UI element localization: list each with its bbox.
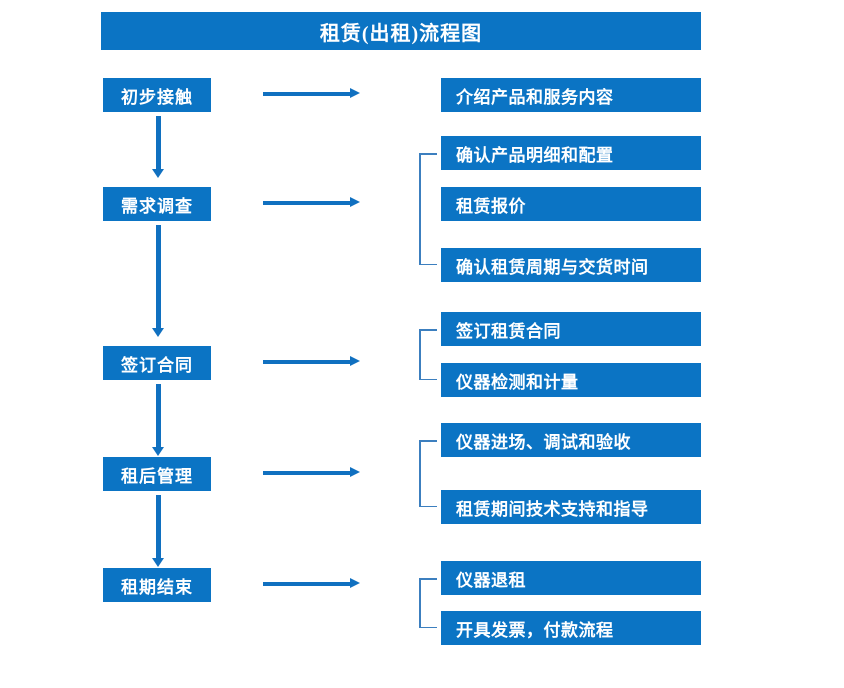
bracket-tick-top [419, 440, 437, 442]
bracket-spine [419, 329, 421, 380]
stage-box-4[interactable]: 租后管理 [103, 457, 211, 491]
arrow-head [152, 447, 164, 456]
arrow-stage-3-to-details [263, 356, 360, 367]
detail-box-4-1[interactable]: 仪器进场、调试和验收 [441, 423, 701, 457]
detail-box-4-2[interactable]: 租赁期间技术支持和指导 [441, 490, 701, 524]
stage-box-3[interactable]: 签订合同 [103, 346, 211, 380]
arrow-shaft [263, 360, 351, 364]
detail-box-2-2[interactable]: 租赁报价 [441, 187, 701, 221]
arrow-head [350, 578, 360, 588]
arrow-shaft [156, 116, 161, 169]
arrow-head [350, 197, 360, 207]
group-bracket-4 [419, 440, 439, 507]
group-bracket-3 [419, 329, 439, 380]
bracket-spine [419, 440, 421, 507]
diagram-title: 租赁(出租)流程图 [101, 12, 701, 50]
bracket-tick-top [419, 578, 437, 580]
bracket-tick-bottom [419, 263, 437, 265]
arrow-head [350, 467, 360, 477]
detail-box-3-1[interactable]: 签订租赁合同 [441, 312, 701, 346]
stage-box-1[interactable]: 初步接触 [103, 78, 211, 112]
arrow-shaft [156, 384, 161, 447]
group-bracket-5 [419, 578, 439, 628]
bracket-tick-top [419, 153, 437, 155]
arrow-head [152, 558, 164, 567]
arrow-head [152, 328, 164, 337]
arrow-head [350, 356, 360, 366]
arrow-head [350, 88, 360, 98]
bracket-tick-bottom [419, 378, 437, 380]
stage-box-5[interactable]: 租期结束 [103, 568, 211, 602]
arrow-shaft [263, 92, 351, 96]
arrow-shaft [263, 201, 351, 205]
arrow-shaft [156, 495, 161, 558]
bracket-spine [419, 578, 421, 628]
arrow-stage-3-to-stage-4 [152, 384, 165, 456]
arrow-shaft [263, 471, 351, 475]
arrow-stage-5-to-details [263, 578, 360, 589]
arrow-stage-2-to-details [263, 197, 360, 208]
bracket-tick-bottom [419, 626, 437, 628]
detail-box-3-2[interactable]: 仪器检测和计量 [441, 363, 701, 397]
stage-box-2[interactable]: 需求调查 [103, 187, 211, 221]
arrow-stage-1-to-details [263, 88, 360, 99]
arrow-stage-4-to-stage-5 [152, 495, 165, 567]
group-bracket-2 [419, 153, 439, 265]
bracket-spine [419, 153, 421, 265]
arrow-head [152, 169, 164, 178]
arrow-stage-4-to-details [263, 467, 360, 478]
bracket-tick-bottom [419, 505, 437, 507]
bracket-tick-top [419, 329, 437, 331]
arrow-stage-1-to-stage-2 [152, 116, 165, 178]
arrow-shaft [156, 225, 161, 328]
detail-box-5-1[interactable]: 仪器退租 [441, 561, 701, 595]
detail-box-5-2[interactable]: 开具发票，付款流程 [441, 611, 701, 645]
detail-box-2-1[interactable]: 确认产品明细和配置 [441, 136, 701, 170]
detail-box-1-1[interactable]: 介绍产品和服务内容 [441, 78, 701, 112]
detail-box-2-3[interactable]: 确认租赁周期与交货时间 [441, 248, 701, 282]
arrow-stage-2-to-stage-3 [152, 225, 165, 337]
arrow-shaft [263, 582, 351, 586]
